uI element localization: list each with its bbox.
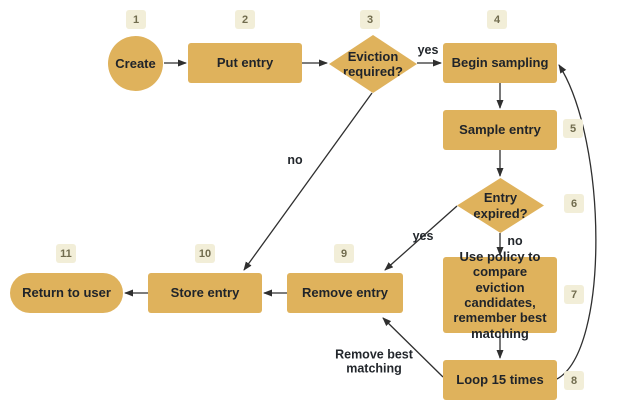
edge-label-eviction-yes: yes: [417, 43, 439, 57]
edge-label-eviction-no: no: [287, 153, 303, 167]
step-badge-4: 4: [487, 10, 507, 29]
node-put-entry[interactable]: Put entry: [188, 43, 302, 83]
step-badge-10: 10: [195, 244, 215, 263]
step-badge-8: 8: [564, 371, 584, 390]
step-badge-5: 5: [563, 119, 583, 138]
node-eviction-required-label: Eviction required?: [343, 48, 403, 79]
node-remove-entry[interactable]: Remove entry: [287, 273, 403, 313]
edge-label-expired-no: no: [507, 234, 523, 248]
edge-label-expired-yes: yes: [412, 229, 434, 243]
node-use-policy[interactable]: Use policy to compare eviction candidate…: [443, 249, 557, 341]
node-sample-entry[interactable]: Sample entry: [443, 110, 557, 150]
step-badge-9: 9: [334, 244, 354, 263]
node-create[interactable]: Create: [108, 36, 163, 91]
node-entry-expired-label: Entry expired?: [473, 190, 528, 221]
edge-label-remove-best-matching: Remove best matching: [335, 347, 413, 375]
step-badge-3: 3: [360, 10, 380, 29]
edge-loop-remove-best: [382, 317, 444, 378]
step-badge-11: 11: [56, 244, 76, 263]
edge-loop-begin-curve: [556, 64, 597, 380]
node-return-to-user[interactable]: Return to user: [10, 273, 123, 313]
step-badge-7: 7: [564, 285, 584, 304]
step-badge-6: 6: [564, 194, 584, 213]
node-loop-15-times[interactable]: Loop 15 times: [443, 360, 557, 400]
step-badge-1: 1: [126, 10, 146, 29]
node-store-entry[interactable]: Store entry: [148, 273, 262, 313]
node-begin-sampling[interactable]: Begin sampling: [443, 43, 557, 83]
edge-expired-remove-yes: [384, 205, 458, 271]
step-badge-2: 2: [235, 10, 255, 29]
edge-eviction-store-no: [243, 92, 373, 271]
